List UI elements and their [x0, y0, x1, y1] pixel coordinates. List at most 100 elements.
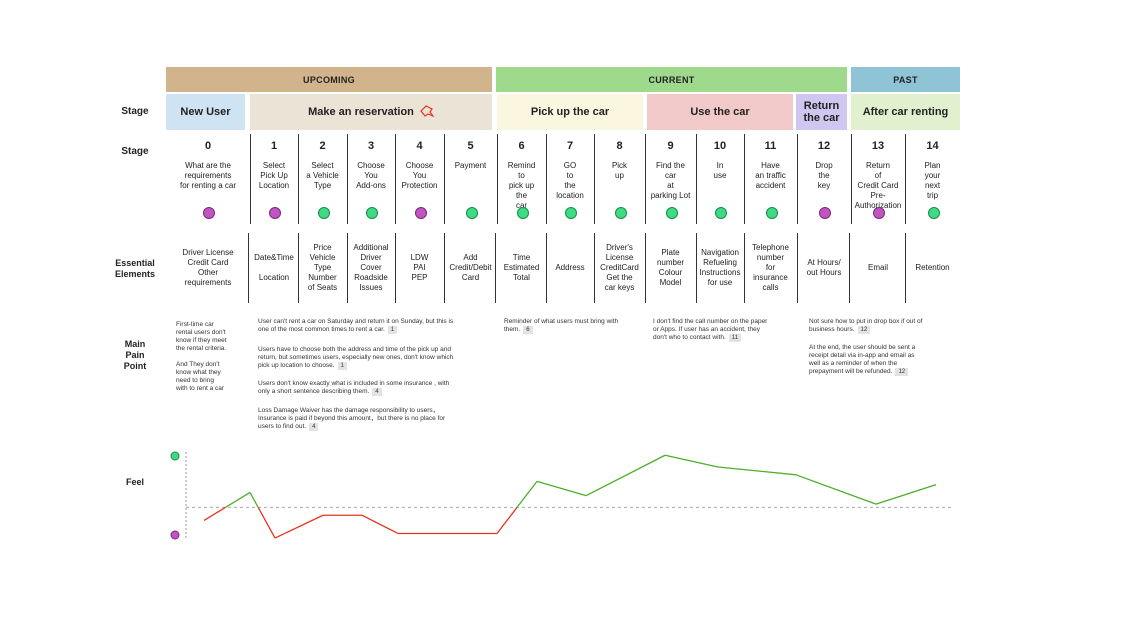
step-action: Remind to pick up the car [507, 161, 536, 210]
pain-text: I don't find the call number on the pape… [653, 318, 768, 341]
step-tag: 4 [372, 388, 382, 396]
phase-current: CURRENT [496, 67, 847, 92]
step-action: Have an traffic accident [755, 161, 786, 190]
stage-reservation-label: Make an reservation [308, 106, 414, 118]
column-divider [645, 233, 646, 303]
step-number: 6 [518, 140, 525, 152]
step-essentials: Additional Driver Cover Roadside Issues [353, 243, 389, 292]
step-number: 14 [926, 140, 939, 152]
feel-segment [536, 480, 587, 497]
row-label-feel: Feel [125, 477, 144, 487]
row-label-pain: Main Pain Point [123, 339, 147, 371]
step-essentials: Retention [915, 263, 950, 272]
feel-segment [257, 507, 276, 539]
step-number: 8 [616, 140, 623, 152]
feel-chart [170, 451, 951, 540]
column-divider [594, 233, 595, 303]
step-action: GO to the location [556, 161, 584, 200]
column-divider [696, 134, 697, 224]
feel-segment [795, 474, 877, 505]
column-divider [905, 134, 906, 224]
step-action: What are the requirements for renting a … [179, 161, 237, 190]
column-divider [497, 134, 498, 224]
feel-segment [717, 466, 797, 476]
stage-return: Return the car [796, 94, 847, 130]
column-divider [849, 233, 850, 303]
stage-after: After car renting [851, 94, 960, 130]
step-essentials: Driver License Credit Card Other require… [182, 248, 234, 287]
pain-text: User can't rent a car on Saturday and re… [258, 318, 454, 333]
step-essentials: At Hours/ out Hours [806, 258, 842, 277]
feel-segment [274, 514, 324, 539]
step-number: 5 [467, 140, 474, 152]
step-number: 9 [667, 140, 674, 152]
step-action: Choose You Protection [401, 161, 438, 190]
column-divider [744, 233, 745, 303]
pain-text: Not sure how to put in drop box if out o… [809, 318, 923, 333]
column-divider [696, 233, 697, 303]
step-essentials: Plate number Colour Model [656, 248, 685, 287]
pain-text: Users have to choose both the address an… [258, 346, 454, 369]
happy-face-icon [465, 207, 478, 219]
step-action: Choose You Add-ons [356, 161, 386, 190]
step-action: Drop the key [815, 161, 833, 190]
column-divider [744, 134, 745, 224]
pain-reservation-4: Loss Damage Waiver has the damage respon… [258, 407, 488, 431]
pin-icon [420, 104, 435, 120]
step-number: 3 [367, 140, 375, 152]
column-divider [248, 233, 249, 303]
happy-face-icon [765, 207, 778, 219]
step-action: Select Pick Up Location [258, 161, 290, 190]
step-number: 12 [817, 140, 831, 152]
step-number: 10 [713, 140, 727, 152]
pain-reservation-2: Users have to choose both the address an… [258, 346, 488, 370]
column-divider [298, 233, 299, 303]
phase-past: PAST [851, 67, 960, 92]
step-number: 7 [566, 140, 574, 152]
stage-pickup: Pick up the car [497, 94, 643, 130]
sad-face-icon [203, 207, 215, 219]
column-divider [395, 134, 396, 224]
row-label-essential: Essential Elements [114, 258, 156, 279]
pain-reservation-1: User can't rent a car on Saturday and re… [258, 318, 488, 334]
happy-face-icon [366, 207, 378, 219]
column-divider [546, 233, 547, 303]
column-divider [444, 233, 445, 303]
feel-segment [361, 514, 399, 535]
stage-reservation: Make an reservation [250, 94, 492, 130]
step-number: 11 [764, 140, 777, 152]
happy-face-icon [565, 207, 577, 219]
phase-upcoming: UPCOMING [166, 67, 492, 92]
step-essentials: Time Estimated Total [503, 253, 540, 282]
feel-segment [203, 506, 226, 521]
sad-face-icon [414, 207, 427, 219]
step-tag: 11 [728, 334, 742, 342]
feel-lines [186, 454, 951, 539]
happy-face-icon [665, 207, 678, 219]
step-action: Find the car at parking Lot [650, 161, 691, 200]
stage-use-car: Use the car [647, 94, 793, 130]
step-number: 0 [204, 140, 212, 152]
step-action: Plan your next trip [924, 161, 941, 200]
sad-face-icon [269, 207, 281, 219]
column-divider [594, 134, 595, 224]
pain-text: At the end, the user should be sent a re… [809, 344, 916, 375]
feel-segment [664, 454, 719, 468]
column-divider [797, 233, 798, 303]
happy-face-icon [715, 207, 727, 219]
step-essentials: Navigation Refueling Instructions for us… [699, 248, 741, 287]
step-number: 1 [270, 140, 278, 152]
step-action: Select a Vehicle Type [306, 161, 339, 190]
row-label-stage: Stage [121, 106, 149, 117]
feel-segment [516, 480, 538, 508]
sad-face-icon [819, 207, 831, 219]
pain-return-2: At the end, the user should be sent a re… [809, 344, 949, 376]
